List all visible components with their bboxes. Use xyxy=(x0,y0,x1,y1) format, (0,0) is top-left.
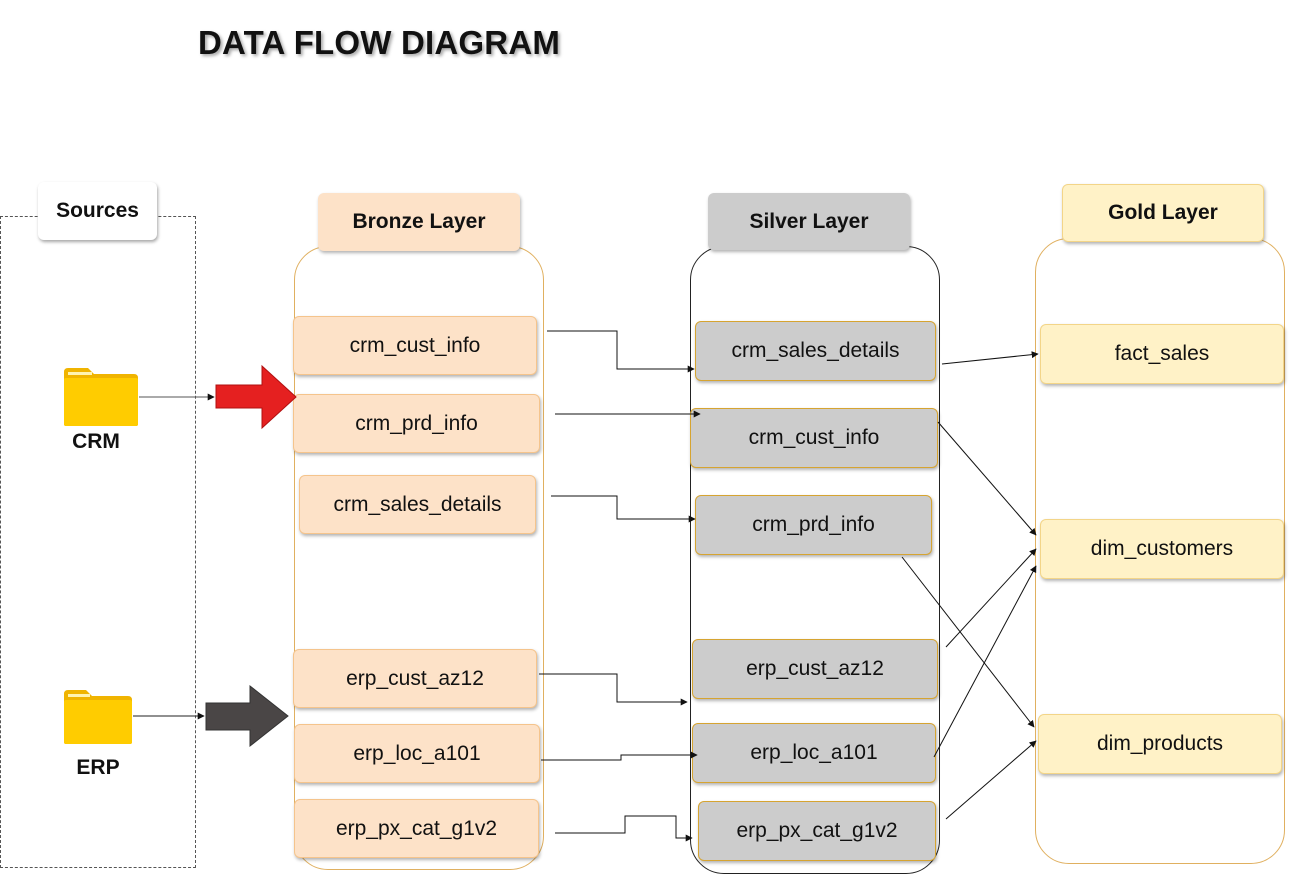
gold-layer-header: Gold Layer xyxy=(1062,184,1264,242)
gold-node-dim-products[interactable]: dim_products xyxy=(1038,714,1282,774)
silver-layer-header: Silver Layer xyxy=(708,193,910,250)
connector-silver-cust-to-dim-customers xyxy=(937,421,1037,536)
connector-silver-sales-to-fact xyxy=(941,351,1039,365)
crm-flow-arrow xyxy=(215,364,297,430)
connector-silver-erp-cust-to-dim-customers xyxy=(945,548,1037,648)
bronze-node-erp-cust-az12[interactable]: erp_cust_az12 xyxy=(293,649,537,708)
bronze-node-crm-cust-info[interactable]: crm_cust_info xyxy=(293,316,537,375)
crm-folder-icon[interactable] xyxy=(62,366,140,428)
connector-bronze-erp-px-cat-g1v2 xyxy=(555,815,693,842)
erp-label: ERP xyxy=(76,756,120,779)
connector-silver-erp-loc-to-dim-customers xyxy=(933,565,1037,758)
erp-folder-icon[interactable] xyxy=(62,688,134,746)
sources-label: Sources xyxy=(38,182,157,240)
page-title: DATA FLOW DIAGRAM xyxy=(198,24,561,61)
bronze-node-crm-prd-info[interactable]: crm_prd_info xyxy=(293,394,540,453)
connector-bronze-erp-cust-az12 xyxy=(539,673,688,706)
silver-node-erp-loc-a101[interactable]: erp_loc_a101 xyxy=(692,723,936,783)
bronze-node-erp-loc-a101[interactable]: erp_loc_a101 xyxy=(294,724,540,783)
crm-label: CRM xyxy=(72,430,120,453)
bronze-layer-header: Bronze Layer xyxy=(318,193,520,251)
erp-flow-arrow xyxy=(205,684,289,748)
bronze-node-erp-px-cat-g1v2[interactable]: erp_px_cat_g1v2 xyxy=(294,799,539,858)
bronze-node-crm-sales-details[interactable]: crm_sales_details xyxy=(299,475,536,534)
connector-bronze-crm-cust-info xyxy=(547,330,695,373)
connector-silver-erp-px-to-dim-products xyxy=(945,740,1037,820)
silver-node-erp-px-cat-g1v2[interactable]: erp_px_cat_g1v2 xyxy=(698,801,936,861)
connector-bronze-erp-loc-a101 xyxy=(541,751,698,761)
gold-node-fact-sales[interactable]: fact_sales xyxy=(1040,324,1284,384)
silver-node-erp-cust-az12[interactable]: erp_cust_az12 xyxy=(692,639,938,699)
connector-silver-prd-to-dim-products xyxy=(901,556,1035,728)
gold-node-dim-customers[interactable]: dim_customers xyxy=(1040,519,1284,579)
silver-node-crm-prd-info[interactable]: crm_prd_info xyxy=(695,495,932,555)
connector-bronze-crm-sales-details xyxy=(551,495,696,523)
silver-node-crm-sales-details[interactable]: crm_sales_details xyxy=(695,321,936,381)
silver-node-crm-cust-info[interactable]: crm_cust_info xyxy=(690,408,938,468)
